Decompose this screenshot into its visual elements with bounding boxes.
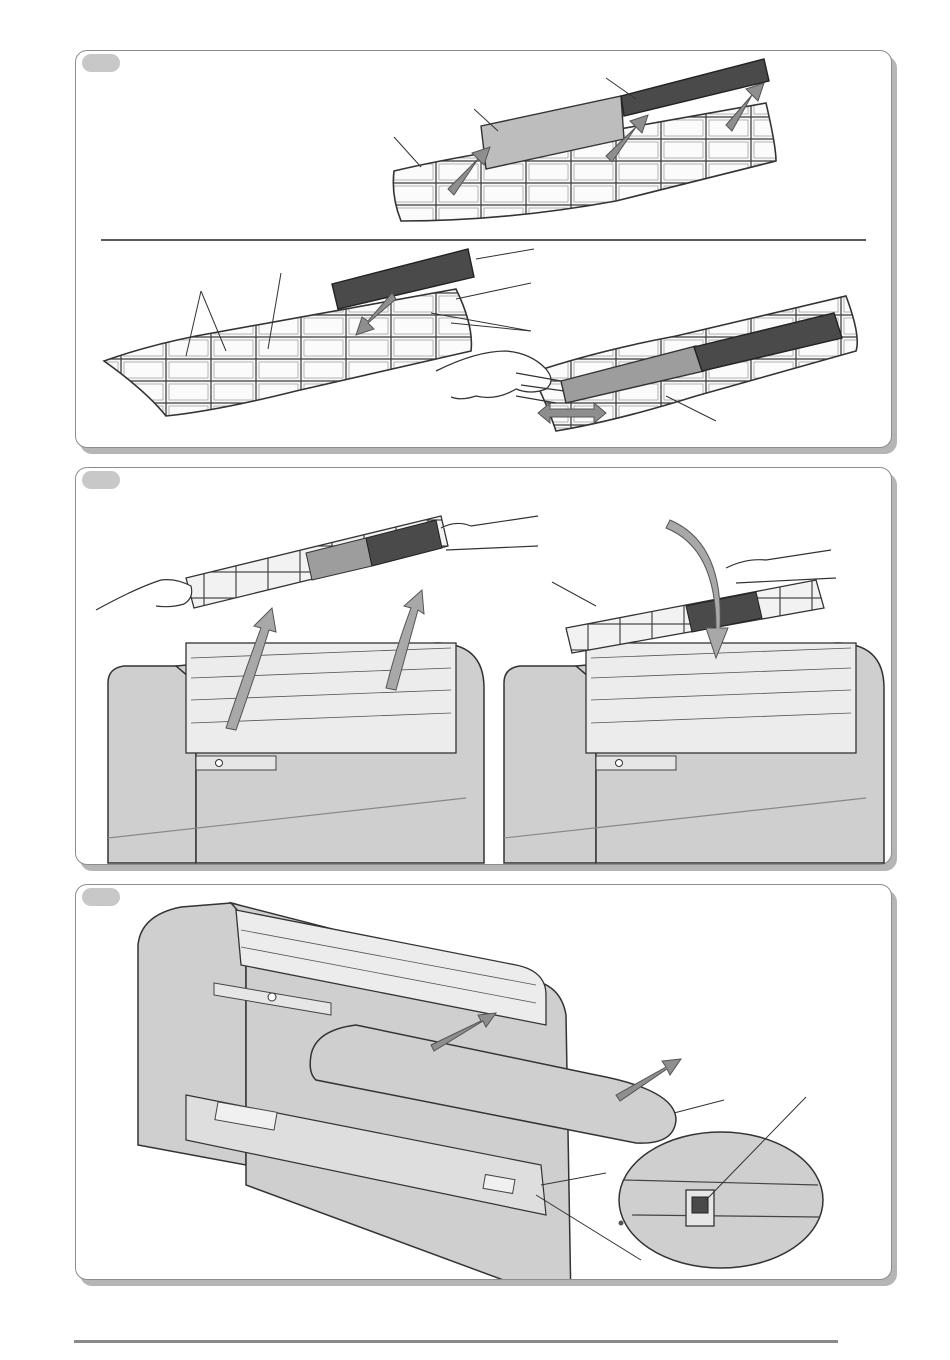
hand-icon bbox=[726, 550, 836, 583]
filter-mesh-insert-right bbox=[566, 580, 824, 653]
led-indicator bbox=[216, 760, 223, 767]
led-indicator bbox=[268, 993, 276, 1001]
panel-2-illustration bbox=[76, 468, 891, 864]
filter-mesh-insert-left bbox=[186, 516, 448, 608]
panel-3-front-cover bbox=[75, 884, 892, 1280]
arrow-icon bbox=[666, 520, 728, 658]
panel-3-illustration bbox=[76, 885, 891, 1279]
panel-1-filter-removal bbox=[75, 50, 892, 448]
led-indicator bbox=[616, 760, 623, 767]
air-conditioner-icon bbox=[504, 643, 884, 863]
filter-mesh-lower-left bbox=[104, 289, 471, 416]
air-conditioner-icon bbox=[108, 643, 484, 863]
panel-1-illustration bbox=[76, 51, 891, 447]
panel-2-filter-insertion bbox=[75, 467, 892, 865]
footer-rule bbox=[74, 1340, 838, 1343]
